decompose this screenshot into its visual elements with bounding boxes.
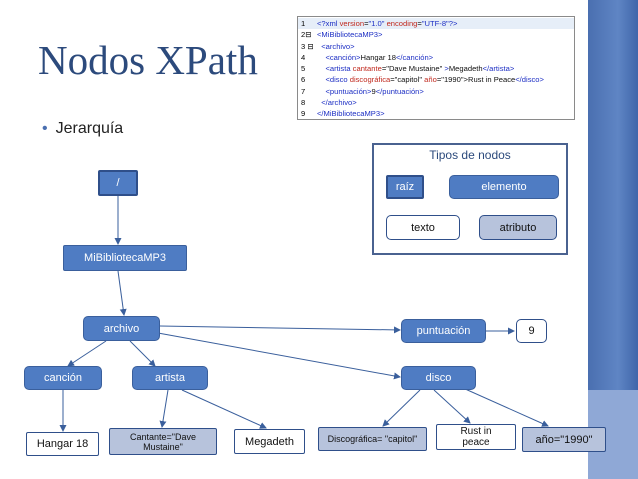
- code-line: 2⊟ <MiBibliotecaMP3>: [298, 29, 574, 40]
- code-token: >: [444, 64, 449, 74]
- edge-archivo-puntuacion: [159, 325, 401, 334]
- code-token: =: [364, 19, 369, 28]
- code-line: 6 <disco discográfica="capitol" año="199…: [298, 74, 574, 85]
- code-line-text: <?xml version="1.0" encoding="UTF-8"?>: [317, 18, 574, 29]
- code-token: ="1990">: [436, 75, 468, 85]
- slide-title: Nodos XPath: [38, 37, 258, 83]
- code-line-text: <puntuación>9</puntuación>: [317, 86, 574, 97]
- node-disco: disco: [401, 366, 476, 390]
- code-token: Hangar 18: [360, 52, 396, 62]
- accent-band: [588, 0, 638, 479]
- code-token: discográfica: [349, 75, 391, 85]
- legend-text-node: texto: [386, 215, 460, 240]
- code-token: encoding: [386, 19, 418, 28]
- bullet-dot-icon: •: [42, 120, 48, 137]
- node-hangar-text: Hangar 18: [26, 432, 99, 456]
- node-rust-text: Rust in peace: [436, 424, 516, 450]
- code-token: Megadeth: [448, 64, 483, 74]
- code-line-text: </archivo>: [317, 97, 574, 108]
- code-line-number: 4: [301, 52, 306, 62]
- code-token: </puntuación>: [375, 86, 424, 96]
- code-line-number: 7: [301, 86, 306, 96]
- legend-title: Tipos de nodos: [429, 148, 511, 162]
- code-line: 3 ⊟ <archivo>: [298, 41, 574, 52]
- node-discografica-attribute: Discográfica= "capitol": [318, 427, 427, 451]
- node-root: /: [98, 170, 138, 196]
- code-token: </canción>: [395, 52, 434, 62]
- edge-disco-anio: [453, 383, 549, 427]
- code-line: 8 </archivo>: [298, 97, 574, 108]
- code-line-number: 9: [301, 109, 306, 119]
- code-token: <?xml: [317, 19, 340, 28]
- code-line-text: <disco discográfica="capitol" año="1990"…: [317, 74, 574, 85]
- code-line: 5 <artista cantante="Dave Mustaine" >Meg…: [298, 63, 574, 74]
- node-puntuacion: puntuación: [401, 319, 486, 343]
- code-token: <archivo>: [317, 41, 355, 51]
- legend-element-node: elemento: [449, 175, 559, 199]
- node-megadeth-text: Megadeth: [234, 429, 305, 454]
- code-line-text: <archivo>: [317, 41, 574, 52]
- code-token: <canción>: [317, 52, 361, 62]
- code-token: <disco: [317, 75, 350, 85]
- edge-archivo-artista: [129, 340, 156, 367]
- code-token: </MiBibliotecaMP3>: [317, 109, 385, 119]
- code-line-text: <canción>Hangar 18</canción>: [317, 52, 574, 63]
- code-token: <artista: [317, 64, 353, 74]
- code-token: "UTF-8"?>: [421, 19, 458, 28]
- edge-disco-rust: [433, 389, 471, 424]
- edge-artista-megadeth: [181, 389, 267, 429]
- edge-archivo-cancion: [67, 340, 107, 367]
- code-token: <puntuación>: [317, 86, 372, 96]
- node-mibiblioteca: MiBibliotecaMP3: [63, 245, 187, 271]
- edge-artista-cantante: [159, 389, 169, 428]
- code-token: ="capitol": [390, 75, 425, 85]
- code-token: 9: [371, 86, 376, 96]
- code-line-number: 1: [301, 19, 306, 28]
- code-token: Rust in Peace: [467, 75, 516, 85]
- code-token: ="Dave Mustaine": [381, 64, 445, 74]
- node-artista: artista: [132, 366, 208, 390]
- edge-archivo-disco: [157, 332, 401, 380]
- bullet-item: • Jerarquía: [42, 120, 123, 138]
- node-archivo: archivo: [83, 316, 160, 341]
- edge-lib-archivo: [117, 270, 127, 316]
- node-puntuacion-value: 9: [516, 319, 547, 343]
- code-line: 4 <canción>Hangar 18</canción>: [298, 52, 574, 63]
- code-line: 9 </MiBibliotecaMP3>: [298, 108, 574, 119]
- legend-attribute-node: atributo: [479, 215, 557, 240]
- code-token: "1.0": [368, 19, 387, 28]
- code-line-number: 2⊟: [301, 30, 312, 40]
- code-token: <MiBibliotecaMP3>: [317, 30, 383, 40]
- code-line-number: 5: [301, 64, 306, 74]
- code-line-text: <artista cantante="Dave Mustaine" >Megad…: [317, 63, 574, 74]
- code-line-text: </MiBibliotecaMP3>: [317, 108, 574, 119]
- code-line: 1<?xml version="1.0" encoding="UTF-8"?>: [298, 18, 574, 30]
- code-token: </archivo>: [317, 98, 357, 108]
- node-anio-attribute: año="1990": [522, 427, 606, 452]
- edge-disco-discografica: [382, 389, 421, 427]
- code-token: año: [424, 75, 437, 85]
- node-cantante-attribute: Cantante="Dave Mustaine": [109, 428, 217, 455]
- code-token: </artista>: [482, 64, 515, 74]
- code-line: 7 <puntuación>9</puntuación>: [298, 86, 574, 97]
- legend-root-node: raíz: [386, 175, 424, 199]
- code-line-text: <MiBibliotecaMP3>: [317, 29, 574, 40]
- code-line-number: 3 ⊟: [301, 41, 314, 51]
- code-token: </disco>: [515, 75, 544, 85]
- code-line-number: 8: [301, 98, 306, 108]
- xml-code-listing: 1<?xml version="1.0" encoding="UTF-8"?>2…: [297, 16, 575, 120]
- code-token: cantante: [352, 64, 382, 74]
- code-token: version: [339, 19, 365, 28]
- code-line-number: 6: [301, 75, 306, 85]
- code-token: =: [417, 19, 422, 28]
- node-cancion: canción: [24, 366, 102, 390]
- bullet-text: Jerarquía: [55, 120, 124, 137]
